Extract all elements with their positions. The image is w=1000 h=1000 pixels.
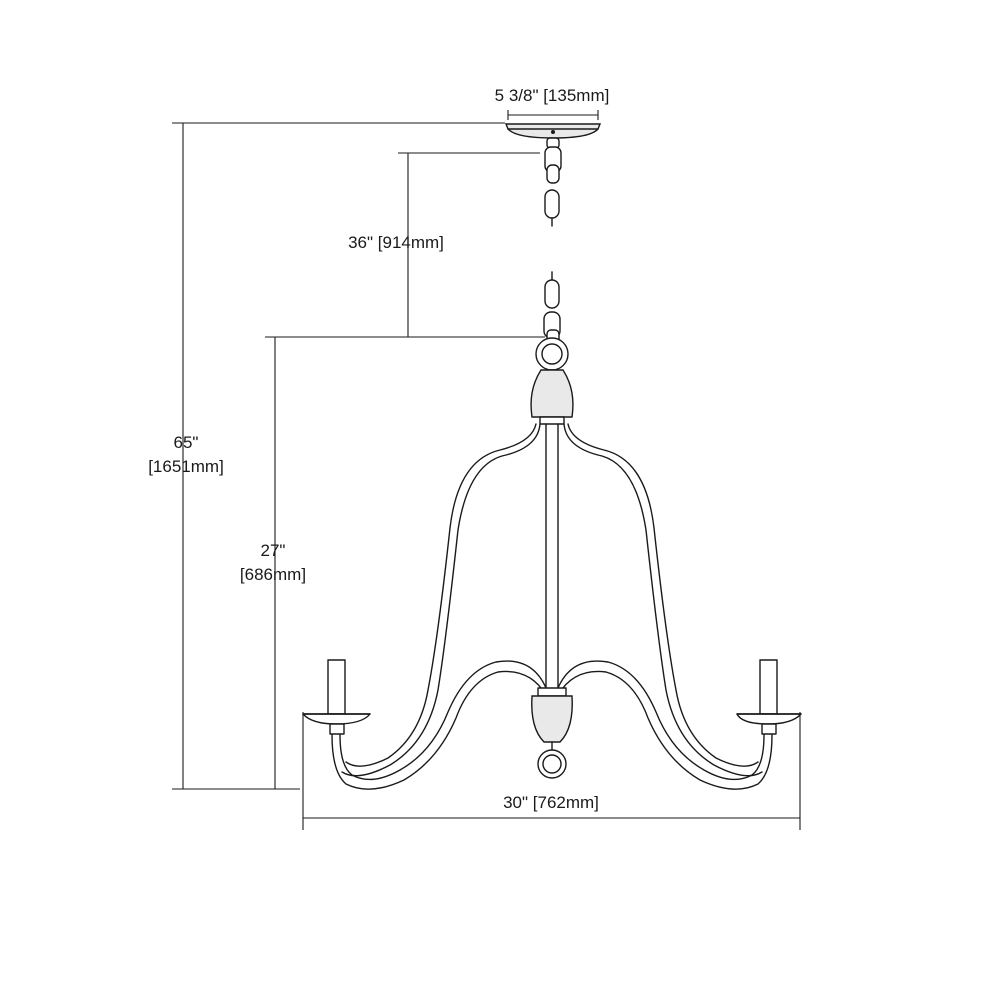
bottom-finial <box>531 687 573 779</box>
left-candle-cup <box>302 659 371 735</box>
top-loop <box>535 337 569 371</box>
ceiling-canopy <box>504 123 602 139</box>
overall-height-inches-label: 65" <box>174 433 199 452</box>
frame-arms <box>341 423 763 777</box>
fixture-height-mm-label: [686mm] <box>240 565 306 584</box>
chandelier-fixture <box>302 123 802 790</box>
dimension-lines <box>172 110 801 830</box>
overall-height-mm-label: [1651mm] <box>148 457 224 476</box>
fixture-width-label: 30" [762mm] <box>503 793 599 812</box>
central-stem <box>545 423 559 689</box>
lower-chain <box>543 271 561 345</box>
dimension-labels: 5 3/8" [135mm] 36" [914mm] 65" [1651mm] … <box>148 86 609 812</box>
candle-arms <box>331 660 773 790</box>
top-cap <box>530 369 574 418</box>
chain-length-label: 36" [914mm] <box>348 233 444 252</box>
canopy-width-label: 5 3/8" [135mm] <box>495 86 610 105</box>
upper-chain <box>544 137 562 227</box>
right-candle-cup <box>736 659 802 735</box>
fixture-height-inches-label: 27" <box>261 541 286 560</box>
